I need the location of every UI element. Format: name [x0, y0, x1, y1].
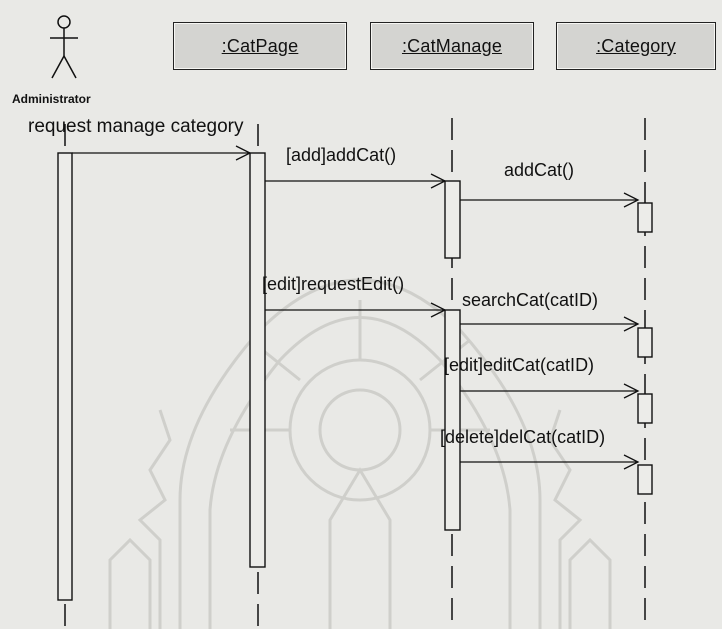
activation-category-4 [637, 464, 653, 495]
actor-icon [50, 15, 78, 79]
activation-actor [57, 152, 73, 601]
message-add-addcat: [add]addCat() [286, 145, 397, 165]
activation-category-3 [637, 393, 653, 424]
actor-label: Administrator [12, 92, 91, 106]
activation-catpage [249, 152, 266, 568]
message-request-manage-category: request manage category [28, 116, 244, 137]
message-delete-delcat: [delete]delCat(catID) [440, 427, 606, 447]
message-searchcat: searchCat(catID) [462, 290, 599, 310]
message-edit-requestedit: [edit]requestEdit() [262, 274, 405, 294]
activation-catmanage-1 [444, 180, 461, 259]
lifeline-box-catpage: :CatPage [173, 22, 347, 70]
activation-catmanage-2 [444, 309, 461, 531]
message-edit-editcat: [edit]editCat(catID) [444, 355, 595, 375]
message-addcat: addCat() [504, 160, 575, 180]
activation-category-1 [637, 202, 653, 233]
lifeline-box-category: :Category [556, 22, 716, 70]
lifeline-box-catmanage: :CatManage [370, 22, 534, 70]
activation-category-2 [637, 327, 653, 358]
